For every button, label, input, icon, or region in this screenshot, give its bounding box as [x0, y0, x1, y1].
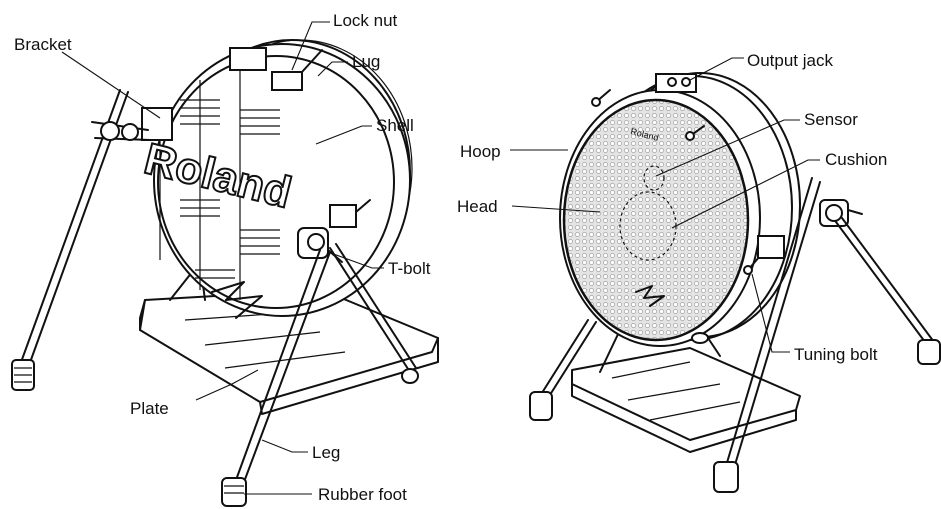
leader-lines — [61, 21, 820, 495]
left-plate-logo — [211, 281, 263, 319]
left-front-leg — [235, 249, 321, 481]
label-rubber-foot: Rubber foot — [318, 485, 407, 504]
right-output-jack — [655, 73, 697, 93]
left-rubber-foot-side — [401, 368, 419, 384]
leader-lock-nut — [291, 21, 330, 71]
leader-cushion — [671, 159, 820, 229]
left-drum: Roland — [11, 39, 439, 507]
label-output-jack: Output jack — [747, 51, 833, 70]
label-hoop: Hoop — [460, 142, 501, 161]
label-leg: Leg — [312, 443, 341, 462]
right-head-badge — [635, 285, 665, 307]
leader-t-bolt — [327, 251, 384, 269]
label-head: Head — [457, 197, 498, 216]
left-bracket — [91, 107, 173, 141]
leader-tuning-bolt — [751, 273, 790, 353]
label-shell: Shell — [376, 116, 414, 135]
leader-output-jack — [689, 57, 744, 81]
leader-head — [511, 205, 601, 213]
left-rubber-foot-front — [221, 477, 247, 507]
label-plate: Plate — [130, 399, 169, 418]
right-tuning-bolts — [591, 89, 785, 275]
leader-lug — [317, 61, 348, 77]
left-rubber-foot-back — [11, 359, 35, 391]
label-t-bolt: T-bolt — [388, 259, 431, 278]
right-rubber-foot-left — [529, 391, 553, 421]
label-tuning-bolt: Tuning bolt — [794, 345, 878, 364]
leader-plate — [195, 369, 259, 401]
right-plate — [571, 325, 801, 453]
label-sensor: Sensor — [804, 110, 858, 129]
right-rubber-foot-front — [713, 461, 739, 493]
label-bracket: Bracket — [14, 35, 72, 54]
label-lock-nut: Lock nut — [333, 11, 398, 30]
right-back-leg — [835, 221, 929, 347]
right-head: Roland — [559, 89, 761, 347]
right-rubber-foot-back — [917, 339, 941, 365]
leader-leg — [261, 439, 308, 453]
label-cushion: Cushion — [825, 150, 888, 169]
right-front-leg — [725, 177, 813, 467]
right-bracket — [819, 199, 863, 227]
right-sensor — [643, 165, 665, 191]
leader-bracket — [61, 51, 161, 119]
left-lugs — [229, 47, 371, 228]
label-lug: Lug — [352, 52, 381, 71]
right-drum: Roland — [529, 72, 941, 493]
left-shell — [153, 39, 413, 317]
leader-shell — [315, 125, 372, 145]
leader-sensor — [655, 119, 800, 177]
